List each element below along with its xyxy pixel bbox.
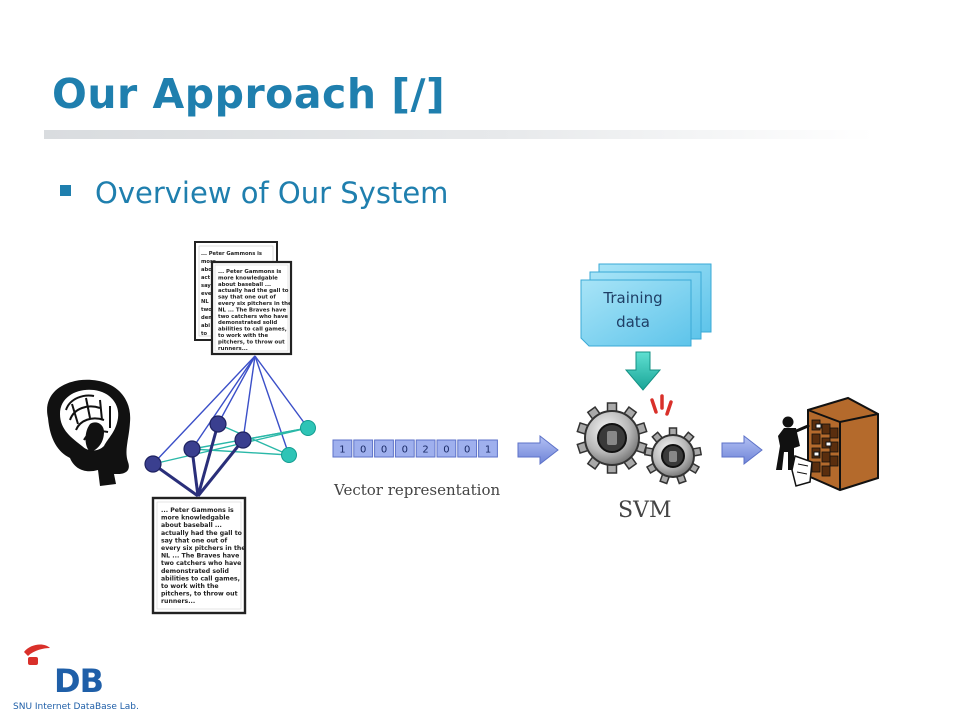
- svm-label: SVM: [618, 498, 672, 523]
- svg-text:dem: dem: [201, 315, 214, 321]
- logo-letters: DB: [54, 662, 104, 700]
- graph-nodes: [144, 415, 316, 473]
- vector-value: 2: [422, 445, 428, 456]
- vector-caption: Vector representation: [334, 481, 501, 499]
- spark-lines-icon: [650, 394, 673, 416]
- document-text-line: about baseball ...: [218, 282, 271, 288]
- training-data-stack: Training data: [580, 263, 712, 347]
- svg-text:more: more: [201, 259, 217, 265]
- document-text-line: two catchers who have: [161, 560, 241, 567]
- document-text-line: ... Peter Gammons is: [161, 507, 234, 514]
- svg-text:to: to: [201, 331, 207, 337]
- vector-value: 0: [443, 445, 449, 456]
- document-text-line: every six pitchers in the: [218, 301, 292, 307]
- vector-cell: [478, 439, 498, 458]
- vector-cell: [374, 439, 394, 458]
- graph-node: [209, 415, 227, 433]
- document-text-line: more knowledgable: [218, 275, 278, 281]
- document-text-line: runners...: [161, 598, 195, 605]
- bullet-square-icon: [60, 185, 71, 196]
- vector-cell: [353, 439, 374, 458]
- document-text-line: actually had the gall to: [161, 530, 242, 537]
- idb-logo: [24, 644, 50, 665]
- document-text-line: two catchers who have: [218, 314, 288, 320]
- svg-text:eve: eve: [201, 291, 212, 297]
- svg-text:NL: NL: [201, 299, 209, 305]
- svg-text:two: two: [201, 307, 212, 313]
- document-text-line: NL ... The Braves have: [161, 553, 239, 560]
- graph-node: [234, 431, 252, 449]
- svg-text:... Peter Gammons is: ... Peter Gammons is: [201, 251, 262, 257]
- document-text-line: abilities to call games,: [218, 327, 287, 333]
- document-text-line: demonstrated solid: [161, 568, 229, 575]
- document-text-line: more knowledgable: [161, 515, 230, 522]
- document-text-line: actually had the gall to: [218, 288, 289, 294]
- graph-edges: [152, 355, 309, 498]
- svg-text:act: act: [201, 275, 211, 281]
- bullet-overview: Overview of Our System: [95, 176, 449, 210]
- vector-cell: [436, 439, 457, 458]
- document-text-line: to work with the: [218, 333, 268, 339]
- graph-node: [144, 455, 162, 473]
- graph-node: [183, 440, 201, 458]
- gear-icon: [576, 402, 648, 474]
- vector-value: 0: [381, 445, 387, 456]
- training-label-line2: data: [616, 313, 650, 331]
- document-text-line: ... Peter Gammons is: [218, 269, 281, 275]
- vector-value: 0: [464, 445, 470, 456]
- vector-value: 0: [360, 445, 366, 456]
- filing-cabinet-icon: [807, 396, 879, 492]
- document-text-line: pitchers, to throw out: [161, 591, 238, 598]
- document-text-line: every six pitchers in the: [161, 545, 246, 552]
- document-text-line: pitchers, to throw out: [218, 339, 285, 345]
- document-text-line: to work with the: [161, 583, 219, 590]
- vector-cell: [332, 439, 353, 458]
- svg-text:abo: abo: [201, 267, 212, 273]
- gear-icon: [643, 427, 703, 485]
- title-underline: [44, 130, 874, 139]
- slide-title: Our Approach [/]: [52, 70, 446, 118]
- document-text-line: about baseball ...: [161, 522, 222, 529]
- vector-value: 0: [402, 445, 408, 456]
- vector-value: 1: [485, 445, 491, 456]
- vector-value: 1: [339, 445, 345, 456]
- graph-node-teal: [300, 420, 316, 436]
- graph-node-teal: [281, 447, 297, 463]
- arrow-right-icon: [517, 434, 559, 466]
- svg-text:abi: abi: [201, 323, 210, 329]
- document-text-line: abilities to call games,: [161, 575, 240, 582]
- svg-text:say: say: [201, 283, 211, 289]
- person-filing-icon: [776, 416, 813, 487]
- document-text-line: runners...: [218, 346, 248, 352]
- human-head-icon: [47, 379, 131, 486]
- lab-name: SNU Internet DataBase Lab.: [13, 702, 139, 712]
- arrow-down-icon: [624, 351, 662, 391]
- vector-cell: [457, 439, 478, 458]
- training-label-line1: Training: [602, 289, 662, 307]
- vector-cell: [415, 439, 436, 458]
- document-text-line: demonstrated solid: [218, 320, 277, 326]
- document-text-line: say that one out of: [218, 295, 276, 301]
- document-text-line: say that one out of: [161, 537, 228, 544]
- arrow-right-icon: [721, 434, 763, 466]
- vector-cell: [394, 439, 415, 458]
- document-text-line: NL ... The Braves have: [218, 307, 287, 313]
- vector-cells: 1 0 0 0 2 0 0 1: [332, 439, 498, 458]
